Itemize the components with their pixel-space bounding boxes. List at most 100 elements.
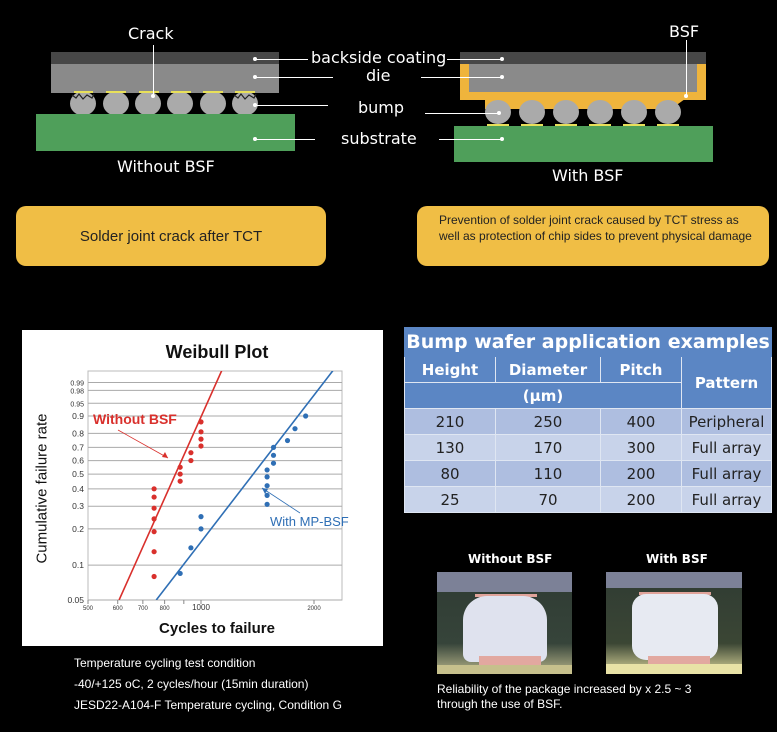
cell-diameter: 170 [495,434,601,461]
data-point [198,526,204,532]
with-bsf-caption: With BSF [552,166,624,185]
callout-without-bsf: Solder joint crack after TCT [16,206,326,266]
reliability-caption-line1: Reliability of the package increased by … [437,682,692,696]
table-unit: (μm) [404,382,682,409]
bump-row-right [485,99,685,126]
cell-diameter: 110 [495,460,601,487]
data-point [198,514,204,520]
callout-with-bsf-text: Prevention of solder joint crack caused … [439,213,752,243]
cell-height: 130 [404,434,496,461]
backside-coating-layer-right [460,52,706,64]
bsf-leader [686,40,687,95]
table-title: Bump wafer application examples [404,327,772,357]
y-tick-label: 0.2 [72,524,84,534]
cell-pattern: Peripheral [681,408,772,435]
bsf-label: BSF [669,22,700,41]
arrowhead-icon [262,488,268,494]
substrate-label: substrate [341,129,417,148]
cell-height: 80 [404,460,496,487]
cell-diameter: 250 [495,408,601,435]
callout-without-bsf-text: Solder joint crack after TCT [79,227,263,245]
crack-leader [153,45,154,95]
data-point [198,436,204,442]
data-point [264,483,270,489]
cell-pattern: Full array [681,434,772,461]
table-row: 25 70 200 Full array [404,486,772,513]
table-header-diameter: Diameter [495,356,601,383]
die-layer-right [469,64,697,92]
data-point [177,478,183,484]
x-tick-label: 2000 [307,606,321,612]
substrate-layer-right [454,126,713,162]
annotation-with-mp-bsf: With MP-BSF [270,514,349,529]
substrate-layer [36,114,295,151]
test-condition-line: Temperature cycling test condition [74,656,256,670]
data-point [188,457,194,464]
data-point [151,486,157,492]
photo-with-bsf [606,572,742,674]
table-row: 210 250 400 Peripheral [404,408,772,435]
data-point [264,467,270,473]
without-bsf-caption: Without BSF [117,157,215,176]
test-condition-line: -40/+125 oC, 2 cycles/hour (15min durati… [74,677,309,691]
data-point [198,443,204,449]
crack-mark-left [71,93,95,100]
cell-pattern: Full array [681,460,772,487]
data-point [198,429,204,435]
cell-diameter: 70 [495,486,601,513]
annotation-without-bsf: Without BSF [93,411,177,427]
table-header-pattern: Pattern [681,356,772,409]
x-tick-label: 800 [160,606,171,612]
y-tick-label: 0.8 [72,428,84,438]
data-point [284,437,291,444]
data-point [151,494,157,500]
y-tick-label: 0.98 [70,388,84,395]
y-tick-label: 0.6 [72,456,84,466]
data-point [264,501,270,507]
reliability-caption-line2: through the use of BSF. [437,697,563,711]
data-point [151,549,157,555]
cell-pitch: 400 [600,408,682,435]
test-condition-line: JESD22-A104-F Temperature cycling, Condi… [74,698,342,712]
y-tick-label: 0.9 [72,411,84,421]
table-header-height: Height [404,356,496,383]
x-tick-label: 1000 [192,603,210,612]
y-tick-label: 0.4 [72,484,84,494]
data-point [198,419,204,425]
fit-line [118,371,223,600]
callout-with-bsf: Prevention of solder joint crack caused … [417,206,769,266]
data-point [177,570,183,577]
data-point [188,450,194,456]
crack-mark-right [233,93,257,100]
data-point [270,460,277,466]
chart-title: Weibull Plot [165,342,269,362]
x-tick-label: 600 [113,606,124,612]
data-point [151,516,157,522]
y-tick-label: 0.1 [72,560,84,570]
data-point [151,573,157,580]
data-point [177,471,183,477]
data-point [151,505,157,511]
backside-coating-layer [51,52,279,64]
x-tick-label: 700 [138,606,149,612]
data-point [151,529,157,535]
backside-coating-label: backside coating [311,48,447,67]
table-row: 80 110 200 Full array [404,460,772,487]
cell-height: 25 [404,486,496,513]
die-label: die [366,66,391,85]
y-tick-label: 0.3 [72,501,84,511]
cell-pattern: Full array [681,486,772,513]
annotation-arrow-without-bsf [117,429,169,459]
arrowhead-icon [162,452,168,458]
table-row: 130 170 300 Full array [404,434,772,461]
data-point [264,492,270,498]
y-tick-label: 0.99 [70,380,84,387]
y-tick-label: 0.5 [72,469,84,479]
fit-line [155,371,334,600]
cell-height: 210 [404,408,496,435]
chart-xlabel: Cycles to failure [159,620,275,637]
series-without-bsf [118,371,223,600]
data-point [188,545,194,551]
bump-wafer-table: Bump wafer application examples Height D… [404,327,772,513]
